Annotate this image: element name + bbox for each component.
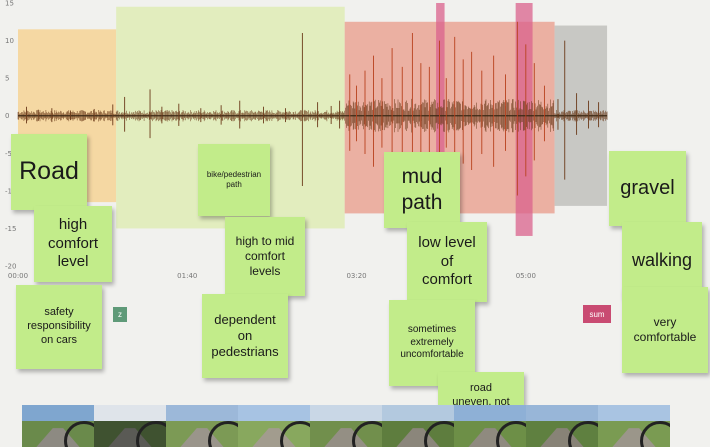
thumbnail-sky [94,405,166,421]
note-bike-path: bike/pedestrian path [198,144,270,216]
video-thumbnail[interactable] [94,405,166,447]
y-tick-label: -15 [5,225,16,233]
bike-wheel-icon [424,421,454,447]
y-axis: 15 10 5 0 -5 -10 -15 -20 [5,0,16,271]
x-tick-label: 05:00 [516,272,536,280]
thumbnail-sky [598,405,670,421]
y-tick-label: 5 [5,75,9,83]
video-thumbnail[interactable] [238,405,310,447]
note-gravel: gravel [609,151,686,226]
thumbnail-sky [22,405,94,421]
bike-wheel-icon [208,421,238,447]
video-thumbnail[interactable] [310,405,382,447]
x-tick-label: 01:40 [177,272,197,280]
note-low-comfort: low level of comfort [407,222,487,302]
note-safety: safety responsibility on cars [16,285,102,369]
y-tick-label: 0 [5,112,9,120]
thumbnail-sky [454,405,526,421]
y-tick-label: 15 [5,0,14,8]
bike-wheel-icon [136,421,166,447]
video-thumbnail[interactable] [598,405,670,447]
video-thumbnail[interactable] [22,405,94,447]
note-very-comfortable: very comfortable [622,287,708,373]
bike-wheel-icon [496,421,526,447]
series-tag-z: z [113,307,127,322]
y-tick-label: 10 [5,37,14,45]
video-thumbnail[interactable] [454,405,526,447]
note-sometimes: sometimes extremely uncomfortable [389,300,475,386]
thumbnail-sky [238,405,310,421]
video-thumbnail[interactable] [166,405,238,447]
note-walking: walking [622,222,702,298]
x-axis: 00:00 01:40 03:20 05:00 [8,272,536,280]
thumbnail-sky [166,405,238,421]
bike-wheel-icon [640,421,670,447]
note-dependent: dependent on pedestrians [202,294,288,378]
thumbnail-sky [310,405,382,421]
bike-wheel-icon [280,421,310,447]
bike-wheel-icon [64,421,94,447]
thumbnail-sky [526,405,598,421]
y-tick-label: -20 [5,263,16,271]
x-tick-label: 03:20 [346,272,366,280]
series-tag-sum: sum [583,305,611,323]
bike-wheel-icon [352,421,382,447]
y-tick-label: -5 [5,150,12,158]
x-tick-label: 00:00 [8,272,28,280]
video-thumbnail[interactable] [382,405,454,447]
note-road: Road [11,134,87,210]
note-high-mid: high to mid comfort levels [225,217,305,296]
note-high-comfort: high comfort level [34,206,112,282]
video-thumbnail[interactable] [526,405,598,447]
thumbnail-sky [382,405,454,421]
y-tick-label: -10 [5,187,16,195]
video-thumbnail-strip [22,405,670,447]
note-mud-path: mud path [384,152,460,228]
bike-wheel-icon [568,421,598,447]
